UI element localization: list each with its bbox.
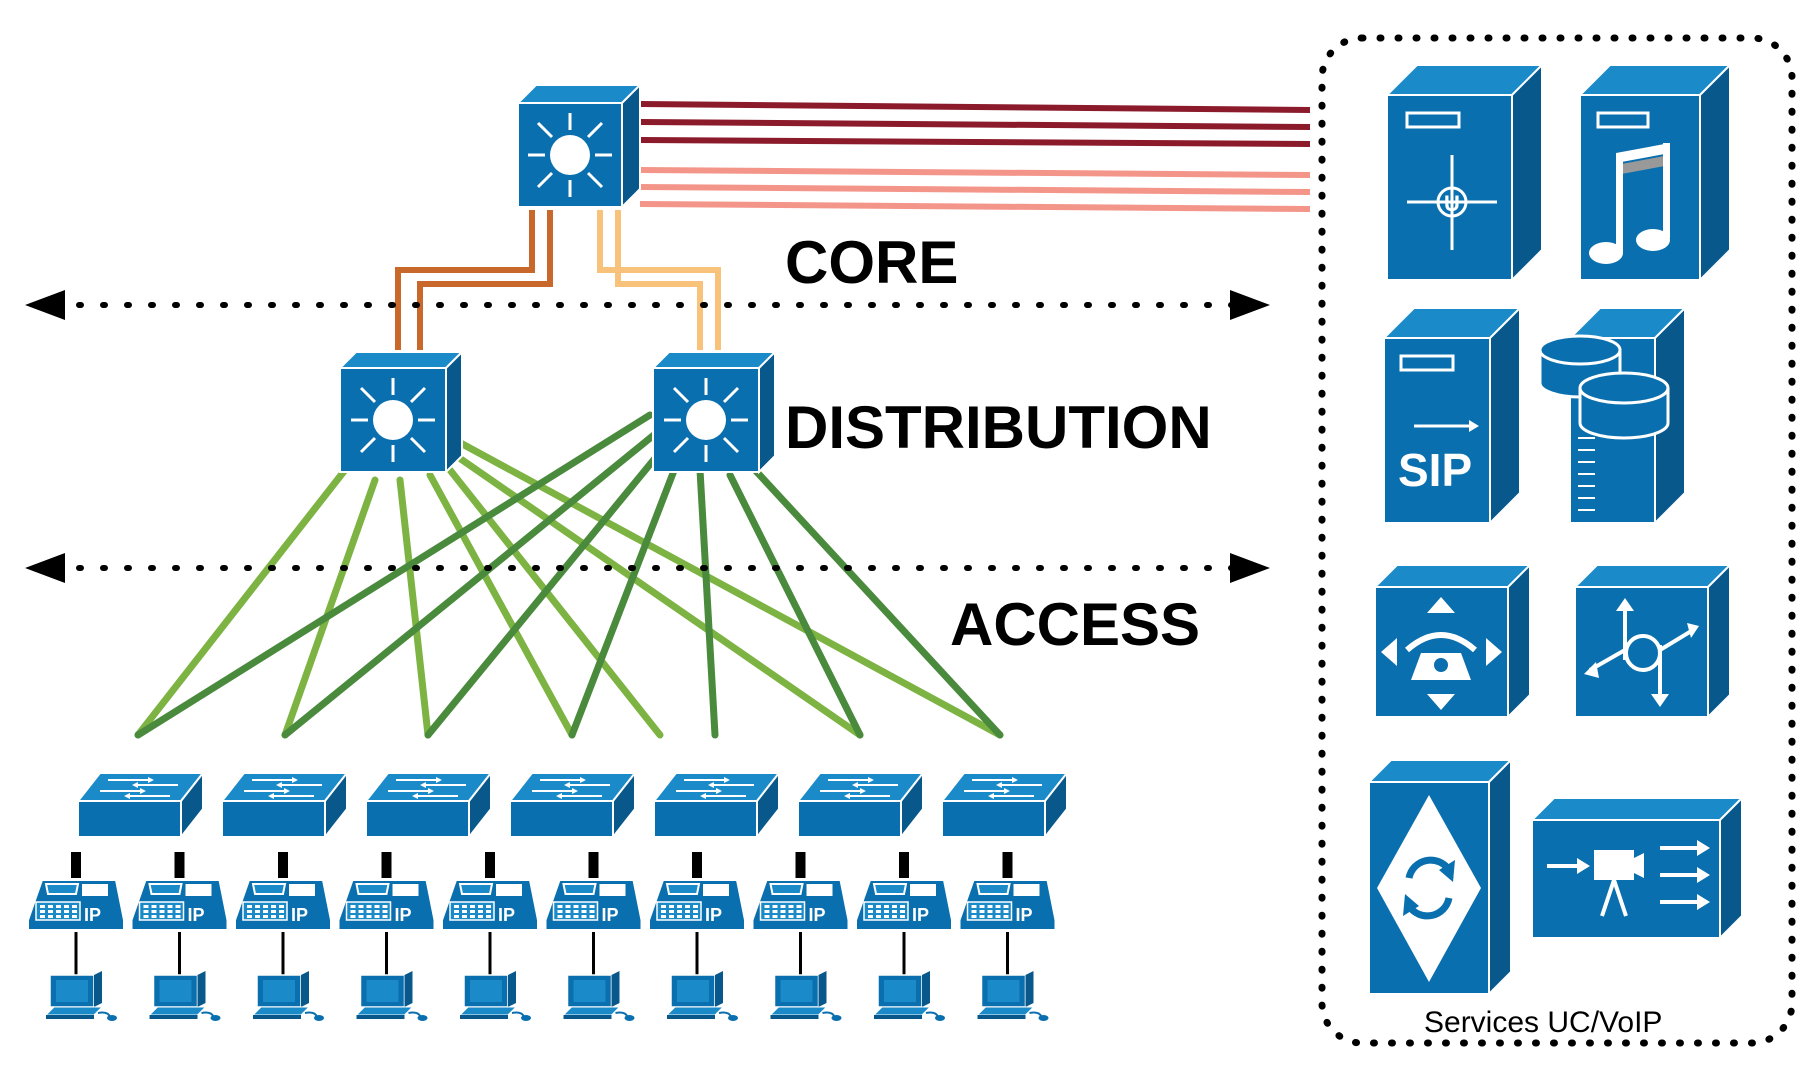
workstation-icon[interactable] <box>976 971 1049 1021</box>
access-switch-icon[interactable] <box>219 770 350 840</box>
core-distribution-links <box>395 210 721 350</box>
ip-phone-icon[interactable]: IP <box>234 879 332 931</box>
phone-uplink-cable <box>381 852 392 878</box>
unified-communications-server-icon[interactable]: U <box>1384 62 1545 283</box>
ip-phone-label: IP <box>912 905 929 925</box>
access-switch-icon[interactable] <box>795 770 926 840</box>
access-switch-icon[interactable] <box>651 770 782 840</box>
workstation-icon[interactable] <box>251 971 324 1021</box>
ip-phone-icon[interactable]: IP <box>441 879 539 931</box>
svg-text:U: U <box>1444 191 1460 216</box>
music-on-hold-server-icon[interactable] <box>1577 62 1733 283</box>
access-layer: IP IP IP IP IP IP IP IP IP IP <box>27 770 1070 1021</box>
services-group: Services UC/VoIP U <box>1318 34 1796 1047</box>
transcoder-icon[interactable] <box>1366 757 1514 997</box>
ip-phone-icon[interactable]: IP <box>958 879 1057 931</box>
workstation-icon[interactable] <box>44 971 117 1021</box>
ip-phone-icon[interactable]: IP <box>855 879 953 931</box>
core-services-uplinks <box>639 101 1311 212</box>
workstation-icon[interactable] <box>665 971 738 1021</box>
core-multilayer-switch-icon[interactable] <box>515 82 643 210</box>
phone-uplink-cable <box>588 852 599 878</box>
ip-phone-label: IP <box>809 905 826 925</box>
layer-label-core: CORE <box>785 229 958 296</box>
workstation-icon[interactable] <box>562 971 635 1021</box>
access-switch-icon[interactable] <box>363 770 494 840</box>
ip-phone-label: IP <box>602 905 619 925</box>
phone-uplink-cable <box>278 852 288 878</box>
ip-phone-label: IP <box>1016 905 1033 925</box>
video-gateway-icon[interactable] <box>1529 795 1745 941</box>
phone-uplink-cable <box>71 852 81 878</box>
distribution-multilayer-switch-left-icon[interactable] <box>337 349 465 475</box>
ip-phone-icon[interactable]: IP <box>544 879 643 931</box>
phone-uplink-cable <box>1002 852 1013 878</box>
access-switch-icon[interactable] <box>507 770 638 840</box>
access-switch-icon[interactable] <box>939 770 1070 840</box>
phone-uplink-cable <box>692 852 702 878</box>
ip-phone-label: IP <box>84 905 101 925</box>
distribution-access-separator <box>25 553 1270 583</box>
ip-phone-icon[interactable]: IP <box>337 879 436 931</box>
database-storage-server-icon[interactable] <box>1538 305 1688 526</box>
ip-telephony-router-icon[interactable] <box>1372 562 1533 720</box>
ip-phone-label: IP <box>291 905 308 925</box>
core-distribution-separator <box>25 290 1270 320</box>
workstation-icon[interactable] <box>872 971 945 1021</box>
workstation-icon[interactable] <box>458 971 531 1021</box>
services-title: Services UC/VoIP <box>1424 1006 1662 1039</box>
ip-phone-icon[interactable]: IP <box>27 879 125 931</box>
distribution-multilayer-switch-right-icon[interactable] <box>650 349 778 475</box>
phone-uplink-cable <box>795 852 806 878</box>
sip-label: SIP <box>1398 444 1472 496</box>
ip-phone-label: IP <box>498 905 515 925</box>
ip-phone-icon[interactable]: IP <box>751 879 850 931</box>
ip-phone-icon[interactable]: IP <box>648 879 746 931</box>
ip-phone-icon[interactable]: IP <box>130 879 229 931</box>
sip-proxy-server-icon[interactable]: SIP <box>1381 305 1523 526</box>
layer-label-access: ACCESS <box>950 591 1200 658</box>
workstation-icon[interactable] <box>355 971 428 1021</box>
ip-phone-label: IP <box>395 905 412 925</box>
voice-router-icon[interactable] <box>1572 562 1733 720</box>
distribution-access-links <box>134 411 1004 739</box>
workstation-icon[interactable] <box>148 971 221 1021</box>
phone-uplink-cable <box>174 852 185 878</box>
phone-uplink-cable <box>899 852 909 878</box>
ip-phone-label: IP <box>705 905 722 925</box>
layer-label-distribution: DISTRIBUTION <box>785 394 1212 461</box>
access-switch-icon[interactable] <box>75 770 206 840</box>
phone-uplink-cable <box>485 852 495 878</box>
services-boundary <box>1318 34 1796 1047</box>
workstation-icon[interactable] <box>769 971 842 1021</box>
ip-phone-label: IP <box>188 905 205 925</box>
